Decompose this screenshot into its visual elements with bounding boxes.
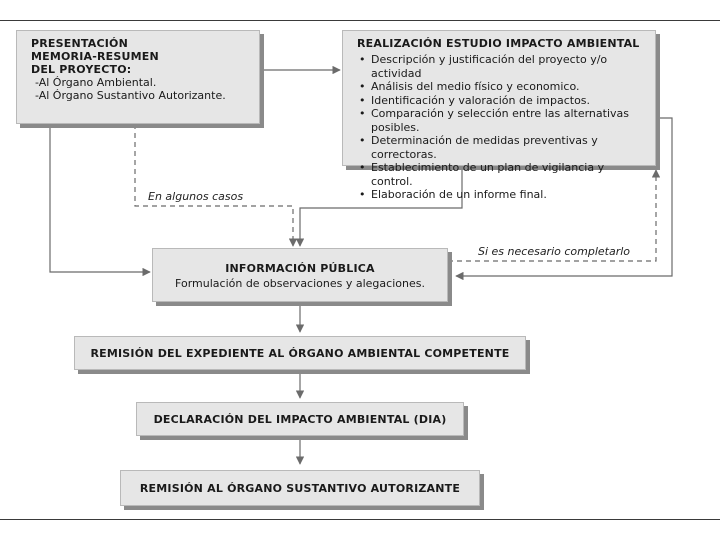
bottom-rule <box>0 519 720 520</box>
remision-expediente-title: REMISIÓN DEL EXPEDIENTE AL ÓRGANO AMBIEN… <box>90 347 510 360</box>
remision-sustantivo-box: REMISIÓN AL ÓRGANO SUSTANTIVO AUTORIZANT… <box>120 470 480 506</box>
presentacion-item: -Al Órgano Sustantivo Autorizante. <box>35 89 226 102</box>
estudio-list-item: Análisis del medio físico y economico. <box>357 80 647 94</box>
informacion-title: INFORMACIÓN PÚBLICA <box>225 262 375 275</box>
estudio-list-item: Determinación de medidas preventivas y c… <box>357 134 647 161</box>
presentacion-box: PRESENTACIÓN MEMORIA-RESUMEN DEL PROYECT… <box>16 30 260 124</box>
arrow-estudio-right-to-informacion <box>455 117 673 281</box>
declaracion-box: DECLARACIÓN DEL IMPACTO AMBIENTAL (DIA) <box>136 402 464 436</box>
label-si-necesario: Si es necesario completarlo <box>476 245 633 258</box>
top-rule <box>0 20 720 21</box>
informacion-subtitle: Formulación de observaciones y alegacion… <box>175 277 425 290</box>
remision-expediente-box: REMISIÓN DEL EXPEDIENTE AL ÓRGANO AMBIEN… <box>74 336 526 370</box>
declaracion-title: DECLARACIÓN DEL IMPACTO AMBIENTAL (DIA) <box>153 413 447 426</box>
estudio-list-item: Establecimiento de un plan de vigilancia… <box>357 161 647 188</box>
presentacion-item: -Al Órgano Ambiental. <box>35 76 157 89</box>
estudio-list-item: Identificación y valoración de impactos. <box>357 94 647 108</box>
estudio-list: Descripción y justificación del proyecto… <box>357 53 647 202</box>
estudio-title: REALIZACIÓN ESTUDIO IMPACTO AMBIENTAL <box>357 37 640 50</box>
arrow-presentacion-to-informacion <box>49 124 151 277</box>
presentacion-title-line-3: DEL PROYECTO: <box>31 63 132 76</box>
estudio-list-item: Elaboración de un informe final. <box>357 188 647 202</box>
informacion-box: INFORMACIÓN PÚBLICA Formulación de obser… <box>152 248 448 302</box>
label-algunos-casos: En algunos casos <box>146 190 246 203</box>
estudio-list-item: Descripción y justificación del proyecto… <box>357 53 647 80</box>
presentacion-title-line-2: MEMORIA-RESUMEN <box>31 50 159 63</box>
estudio-list-item: Comparación y selección entre las altern… <box>357 107 647 134</box>
presentacion-title-line-1: PRESENTACIÓN <box>31 37 128 50</box>
estudio-box: REALIZACIÓN ESTUDIO IMPACTO AMBIENTAL De… <box>342 30 656 201</box>
remision-sustantivo-title: REMISIÓN AL ÓRGANO SUSTANTIVO AUTORIZANT… <box>139 482 461 495</box>
dashed-arrow-algunos-casos <box>134 124 298 247</box>
dashed-arrow-si-necesario <box>448 169 661 262</box>
